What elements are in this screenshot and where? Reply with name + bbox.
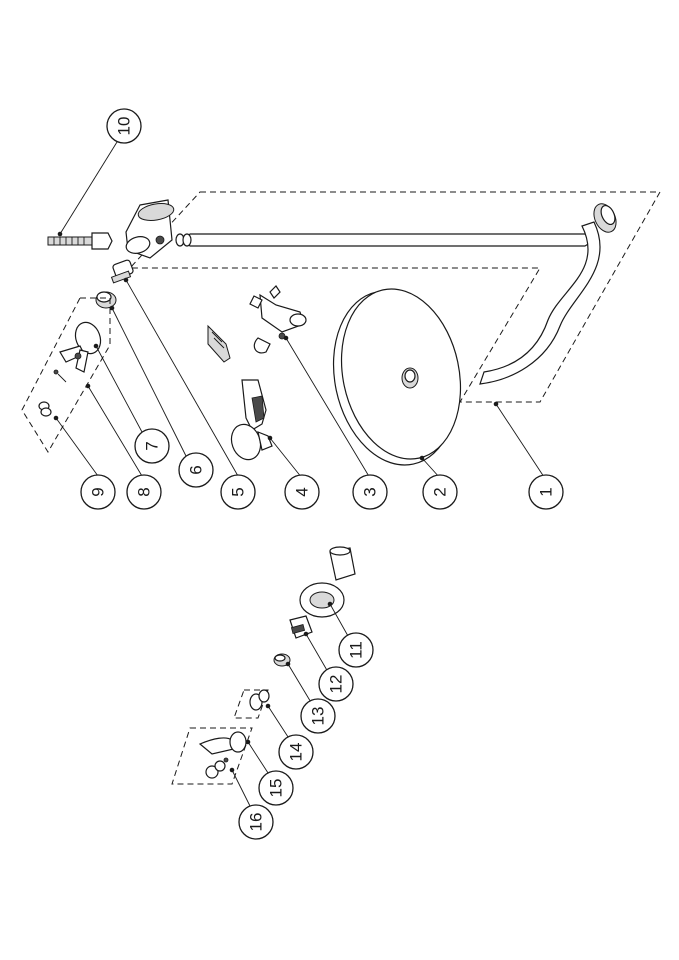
callout-5: 5 bbox=[220, 474, 256, 510]
seal-kit-boundary bbox=[233, 689, 269, 719]
callout-3: 3 bbox=[352, 474, 388, 510]
callout-7-label: 7 bbox=[143, 441, 162, 450]
callout-2: 2 bbox=[422, 474, 458, 510]
callout-4: 4 bbox=[284, 474, 320, 510]
handle-screw bbox=[53, 369, 67, 383]
callout-10: 10 bbox=[106, 108, 142, 144]
callout-15: 15 bbox=[258, 770, 294, 806]
wall-elbow bbox=[125, 199, 175, 259]
callout-11-label: 11 bbox=[347, 641, 366, 659]
callout-9: 9 bbox=[80, 474, 116, 510]
callout-1: 1 bbox=[528, 474, 564, 510]
rain-shower-head bbox=[332, 288, 462, 466]
callout-4-label: 4 bbox=[293, 487, 312, 496]
callout-12: 12 bbox=[318, 666, 354, 702]
handle-assembly-boundary bbox=[21, 297, 111, 453]
callout-9-label: 9 bbox=[89, 487, 108, 496]
riser-pipe bbox=[175, 233, 592, 247]
callout-13-label: 13 bbox=[309, 707, 328, 726]
callout-8: 8 bbox=[126, 474, 162, 510]
callout-2-label: 2 bbox=[431, 487, 450, 496]
callout-6: 6 bbox=[178, 452, 214, 488]
callout-16-label: 16 bbox=[247, 813, 266, 832]
index-caps bbox=[38, 401, 52, 417]
threaded-hose bbox=[47, 232, 113, 250]
shower-arm bbox=[479, 203, 617, 385]
leader-dots bbox=[53, 231, 499, 773]
callout-6-label: 6 bbox=[187, 465, 206, 474]
callout-14: 14 bbox=[278, 734, 314, 770]
callout-10-label: 10 bbox=[115, 117, 134, 136]
hand-shower bbox=[207, 324, 273, 461]
diverter-cartridge bbox=[289, 615, 313, 639]
lock-nut bbox=[95, 291, 117, 309]
lever-handle bbox=[198, 731, 247, 763]
callout-1-label: 1 bbox=[537, 487, 556, 496]
callout-12-label: 12 bbox=[327, 675, 346, 694]
valve-cartridge bbox=[110, 259, 134, 284]
seal-rings bbox=[249, 689, 270, 711]
callout-13: 13 bbox=[300, 698, 336, 734]
lever-caps bbox=[205, 760, 226, 779]
callout-15-label: 15 bbox=[267, 779, 286, 798]
callout-7: 7 bbox=[134, 428, 170, 464]
lever-assembly-boundary bbox=[171, 727, 253, 785]
callout-11: 11 bbox=[338, 632, 374, 668]
callout-8-label: 8 bbox=[135, 487, 154, 496]
callout-5-label: 5 bbox=[229, 487, 248, 496]
callout-3-label: 3 bbox=[361, 487, 380, 496]
mixer-valve bbox=[249, 285, 307, 354]
callout-16: 16 bbox=[238, 804, 274, 840]
escutcheon-sleeve bbox=[299, 546, 356, 618]
callout-14-label: 14 bbox=[287, 743, 306, 762]
leader-lines bbox=[55, 141, 547, 811]
